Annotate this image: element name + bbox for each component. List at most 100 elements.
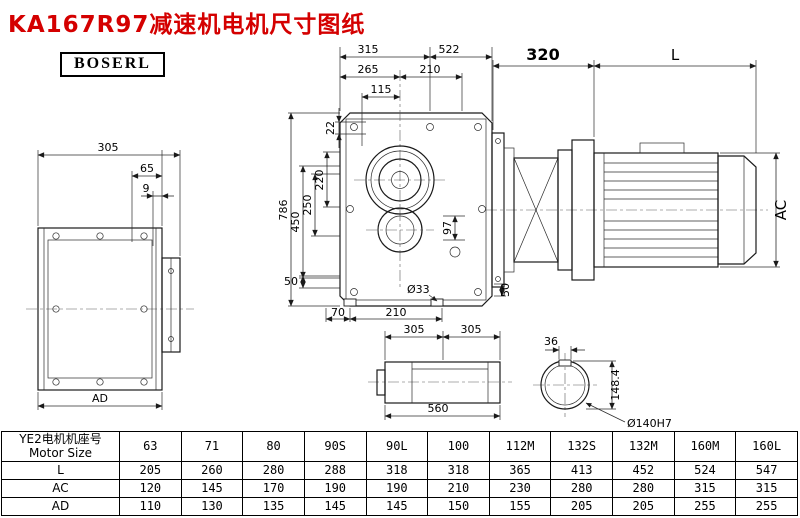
size-column-2: 80 (242, 431, 305, 462)
cell-AC-7: 280 (550, 478, 613, 498)
shaft-section-dimensions: 36 148.4 Ø140H7 (544, 335, 672, 430)
dim-shaft-305-left: 305 (404, 323, 425, 336)
cell-AC-4: 190 (365, 478, 429, 498)
dim-front-265: 265 (358, 63, 379, 76)
gearbox-housing-outline (339, 112, 493, 307)
cell-AD-6: 155 (488, 496, 552, 516)
dim-section-dia140h7: Ø140H7 (627, 417, 672, 430)
dim-front-522: 522 (439, 43, 460, 56)
motor-view (486, 132, 768, 288)
dim-front-220: 220 (313, 170, 326, 191)
row-label-L: L (1, 460, 120, 480)
cell-AD-1: 130 (180, 496, 244, 516)
cell-AD-5: 150 (427, 496, 490, 516)
cell-AC-0: 120 (119, 478, 182, 498)
frame-size-header-en: Motor Size (28, 446, 93, 461)
side-view-dimensions: 305 65 9 AD (37, 141, 181, 410)
front-view-dimensions: 315 522 265 210 115 786 450 (277, 43, 512, 322)
size-column-7: 132S (550, 431, 613, 462)
side-view (26, 227, 194, 391)
cell-AC-9: 315 (673, 478, 737, 498)
cell-AC-1: 145 (180, 478, 244, 498)
dim-front-97: 97 (441, 221, 454, 235)
dim-front-22: 22 (324, 121, 337, 135)
shaft-body (384, 361, 501, 404)
cell-L-10: 547 (735, 460, 798, 480)
size-column-10: 160L (735, 431, 798, 462)
dim-front-450: 450 (289, 212, 302, 233)
technical-drawing: 305 65 9 AD (26, 43, 790, 430)
frame-size-header-cn: YE2电机机座号 (19, 432, 102, 446)
cell-AC-10: 315 (735, 478, 798, 498)
shaft-view-dimensions: 305 305 560 (384, 323, 501, 420)
cell-AD-3: 145 (303, 496, 367, 516)
cell-L-8: 452 (612, 460, 675, 480)
dim-front-dia33: Ø33 (407, 283, 430, 296)
cell-AC-6: 230 (488, 478, 552, 498)
cell-L-2: 280 (242, 460, 305, 480)
table-row-AD: AD 110 130 135 145 145 150 155 205 205 2… (1, 496, 798, 516)
size-column-4: 90L (365, 431, 429, 462)
cell-L-3: 288 (303, 460, 367, 480)
cell-L-7: 413 (550, 460, 613, 480)
cell-L-4: 318 (365, 460, 429, 480)
cell-L-9: 524 (673, 460, 737, 480)
dim-front-50-left: 50 (284, 275, 298, 288)
size-column-8: 132M (612, 431, 675, 462)
cell-AD-4: 145 (365, 496, 429, 516)
dim-motor-L: L (671, 46, 680, 64)
front-view (339, 70, 493, 307)
dim-front-250: 250 (301, 195, 314, 216)
row-label-AD: AD (1, 496, 120, 516)
cell-AC-5: 210 (427, 478, 490, 498)
size-column-5: 100 (427, 431, 490, 462)
main-bore-circle (365, 145, 435, 215)
dim-section-148-4: 148.4 (609, 369, 622, 401)
size-column-9: 160M (673, 431, 737, 462)
size-column-6: 112M (488, 431, 552, 462)
size-column-0: 63 (119, 431, 182, 462)
dim-front-70: 70 (331, 306, 345, 319)
dim-side-width: 305 (98, 141, 119, 154)
table-row-L: L 205 260 280 288 318 318 365 413 452 52… (1, 460, 798, 480)
dim-front-210-top: 210 (420, 63, 441, 76)
dim-side-ad: AD (92, 392, 108, 405)
brand-logo: BOSERL (60, 52, 165, 77)
motor-view-dimensions: 320 L AC (492, 45, 790, 268)
size-column-1: 71 (180, 431, 244, 462)
cell-AD-0: 110 (119, 496, 182, 516)
cell-AC-3: 190 (303, 478, 367, 498)
dim-front-50-right: 50 (499, 283, 512, 297)
cell-AD-7: 205 (550, 496, 613, 516)
cell-AD-9: 255 (673, 496, 737, 516)
table-row-AC: AC 120 145 170 190 190 210 230 280 280 3… (1, 478, 798, 498)
dim-side-flange: 65 (140, 162, 154, 175)
row-label-AC: AC (1, 478, 120, 498)
frame-size-header: YE2电机机座号 Motor Size (1, 431, 120, 462)
dim-front-115: 115 (371, 83, 392, 96)
keyway (558, 359, 572, 367)
dim-front-315: 315 (358, 43, 379, 56)
motor-size-table: YE2电机机座号 Motor Size 63 71 80 90S 90L 100… (1, 431, 798, 516)
cell-L-5: 318 (427, 460, 490, 480)
cell-AD-8: 205 (612, 496, 675, 516)
cell-AC-8: 280 (612, 478, 675, 498)
cell-L-6: 365 (488, 460, 552, 480)
page-title: KA167R97减速机电机尺寸图纸 (8, 12, 366, 38)
dim-shaft-560: 560 (428, 402, 449, 415)
cell-L-0: 205 (119, 460, 182, 480)
cell-L-1: 260 (180, 460, 244, 480)
dim-motor-AC: AC (772, 200, 790, 220)
cell-AD-2: 135 (242, 496, 305, 516)
shaft-view (368, 361, 512, 404)
table-header-row: YE2电机机座号 Motor Size 63 71 80 90S 90L 100… (1, 431, 798, 462)
secondary-bore-circle (377, 207, 423, 253)
dim-front-786: 786 (277, 200, 290, 221)
cell-AD-10: 255 (735, 496, 798, 516)
dim-front-210-bottom: 210 (386, 306, 407, 319)
dim-motor-320: 320 (526, 45, 559, 64)
shaft-section-view (533, 353, 597, 417)
size-column-3: 90S (303, 431, 367, 462)
dim-side-lip: 9 (143, 182, 150, 195)
